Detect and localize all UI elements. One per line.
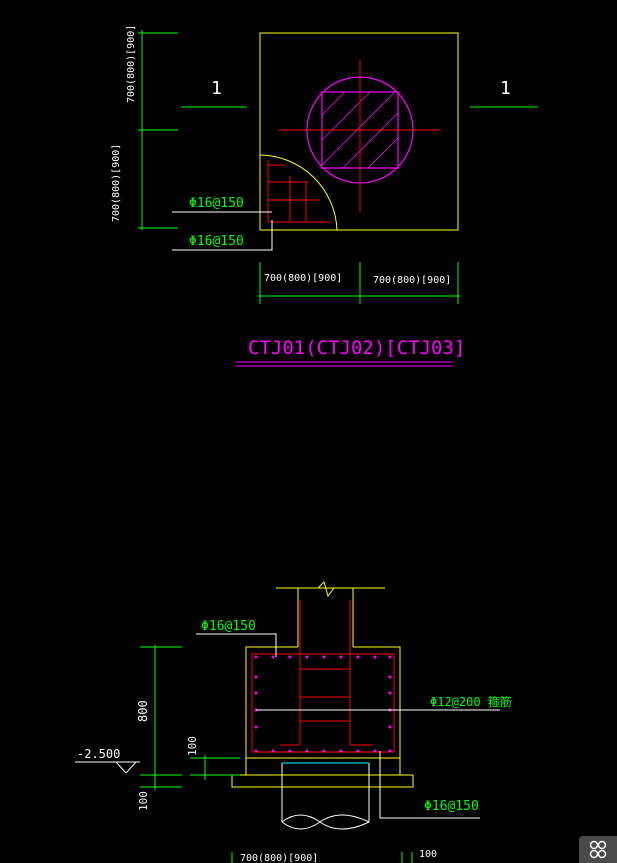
- dim-100-b: 100: [137, 791, 150, 811]
- grid-icon: [589, 840, 607, 859]
- cushion-layer: [231, 774, 414, 788]
- top-rebar-leader: [196, 633, 277, 657]
- pile-hatch: [321, 91, 399, 169]
- section-mark-left: 1: [211, 78, 222, 99]
- pile-cap-outline: [259, 32, 459, 231]
- section-mark-right: 1: [500, 78, 511, 99]
- section-cap-outline: [245, 646, 401, 759]
- rebar-label-1: Φ16@150: [189, 196, 244, 211]
- plan-title: CTJ01(CTJ02)[CTJ03]: [248, 337, 465, 359]
- plan-bottom-dimension: [258, 262, 460, 304]
- rebar-leader-2: [172, 220, 273, 251]
- column-rebar: [280, 600, 372, 746]
- dim-left-bottom: 700(800)[900]: [111, 144, 122, 222]
- plan-view: 1 1 700(800)[900] 700(800)[900] Φ16@150 …: [111, 25, 538, 367]
- rebar-label-2: Φ16@150: [189, 234, 244, 249]
- bottom-rebar-label: Φ16@150: [424, 799, 479, 814]
- dim-100-a: 100: [186, 736, 199, 756]
- corner-grid-button[interactable]: [579, 836, 617, 863]
- elevation-label: -2.500: [77, 747, 120, 761]
- rebar-dots: [254, 655, 392, 753]
- stirrup-label: Φ12@200 箍筋: [430, 694, 512, 709]
- break-symbol: [317, 581, 335, 598]
- dim-bottom-left: 700(800)[900]: [264, 273, 342, 284]
- plan-left-dimension: [138, 30, 178, 230]
- plan-rebar-grid: [267, 160, 330, 223]
- pile-section: [281, 763, 370, 830]
- dim-bottom: 700(800)[900]: [240, 853, 318, 863]
- dim-bottom-right: 700(800)[900]: [373, 275, 451, 286]
- section-bottom-dimension: [231, 852, 413, 863]
- dim-100-c: 100: [419, 849, 437, 860]
- section-view: Φ16@150 Φ12@200 箍筋 Φ16@150 -2.500 800 10…: [75, 581, 512, 863]
- cutout-arc: [259, 154, 338, 231]
- elevation-triangle: [115, 761, 137, 774]
- bottom-rebar-leader: [379, 751, 480, 819]
- column-outline: [276, 587, 385, 647]
- top-rebar-label: Φ16@150: [201, 619, 256, 634]
- dim-800: 800: [136, 700, 150, 722]
- section-left-dimension: [140, 645, 240, 790]
- dim-left-top: 700(800)[900]: [126, 25, 137, 103]
- pile-center-cross: [278, 60, 440, 212]
